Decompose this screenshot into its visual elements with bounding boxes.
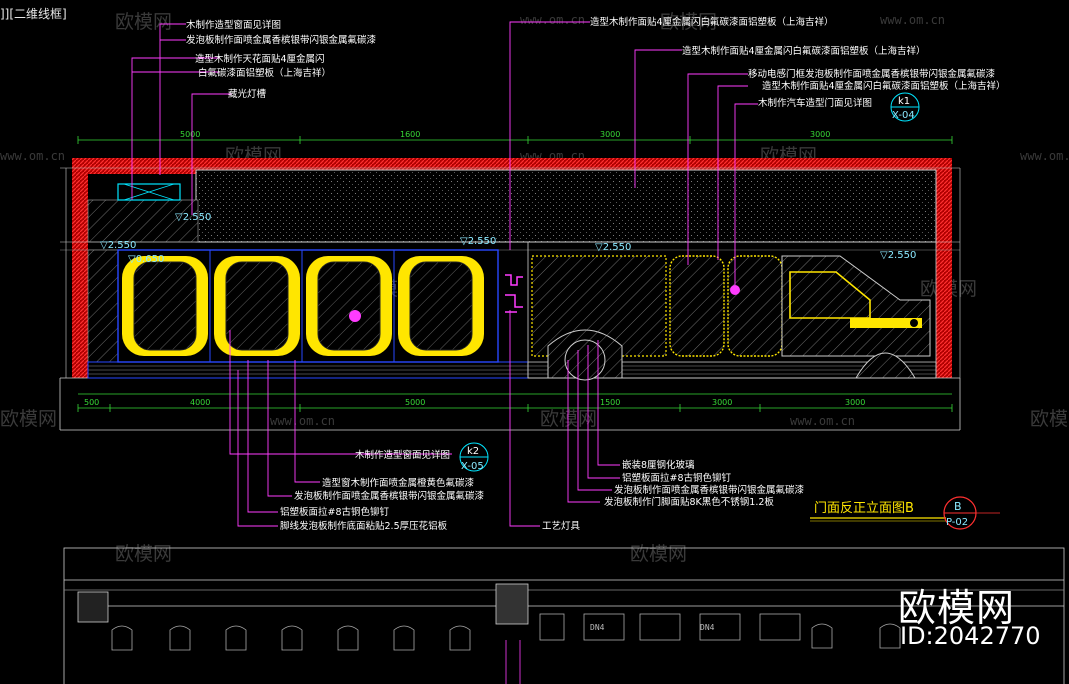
svg-text:门面反正立面图B: 门面反正立面图B <box>814 501 914 516</box>
watermark-text: 欧模网 <box>660 11 717 33</box>
window-frame-3 <box>306 256 392 356</box>
window-frame-4 <box>398 256 484 356</box>
svg-text:P-02: P-02 <box>946 517 968 528</box>
svg-text:X-04: X-04 <box>892 110 915 121</box>
svg-text:▽0.650: ▽0.650 <box>128 254 164 265</box>
watermark-url: www.om.cn <box>790 414 855 428</box>
svg-text:嵌装8厘钢化玻璃: 嵌装8厘钢化玻璃 <box>622 459 695 471</box>
dimension-text: 5000 1600 3000 3000 500 4000 5000 1500 3… <box>84 130 865 407</box>
svg-text:▽2.550: ▽2.550 <box>100 240 136 251</box>
lamp-dot <box>349 310 361 322</box>
svg-text:藏光灯槽: 藏光灯槽 <box>228 88 267 100</box>
level-markers: ▽2.550 ▽2.550 ▽2.550 ▽2.550 ▽0.650 ▽2.55… <box>100 212 916 265</box>
svg-text:1600: 1600 <box>400 130 420 139</box>
svg-text:▽2.550: ▽2.550 <box>460 236 496 247</box>
svg-text:造型木制作面贴4厘金属闪白氟碳漆面铝塑板（上海吉祥）: 造型木制作面贴4厘金属闪白氟碳漆面铝塑板（上海吉祥） <box>590 16 834 28</box>
leader-lines <box>131 21 758 527</box>
svg-text:5000: 5000 <box>180 130 200 139</box>
svg-text:白氟碳漆面铝塑板（上海吉祥）: 白氟碳漆面铝塑板（上海吉祥） <box>198 67 331 79</box>
svg-text:发泡板制作面喷金属香槟银带闪银金属氟碳漆: 发泡板制作面喷金属香槟银带闪银金属氟碳漆 <box>614 484 805 496</box>
brand-id: ID:2042770 <box>900 622 1041 650</box>
watermark-text: 欧模网 <box>1030 408 1069 430</box>
watermark-url: www.om.cn <box>1020 149 1069 163</box>
watermark-text: 欧模网 <box>630 543 687 565</box>
svg-text:木制作造型窗面见详图: 木制作造型窗面见详图 <box>186 19 281 31</box>
svg-text:k1: k1 <box>898 96 910 107</box>
plan-labels: DN4 DN4 <box>590 623 715 632</box>
svg-text:移动电感门框发泡板制作面喷金属香槟银带闪银金属氟碳漆: 移动电感门框发泡板制作面喷金属香槟银带闪银金属氟碳漆 <box>748 68 996 80</box>
svg-text:工艺灯具: 工艺灯具 <box>542 521 581 532</box>
svg-text:▽2.550: ▽2.550 <box>175 212 211 223</box>
svg-text:造型木制作面贴4厘金属闪白氟碳漆面铝塑板（上海吉祥）: 造型木制作面贴4厘金属闪白氟碳漆面铝塑板（上海吉祥） <box>762 80 1006 92</box>
watermark-url: www.om.cn <box>0 149 65 163</box>
right-red-column <box>936 158 952 378</box>
svg-text:3000: 3000 <box>810 130 830 139</box>
svg-text:铝塑板面拉#8古铜色铆钉: 铝塑板面拉#8古铜色铆钉 <box>280 506 390 518</box>
window-frame-1 <box>122 256 208 356</box>
svg-text:B: B <box>954 500 962 513</box>
svg-text:发泡板制作面喷金属香槟银带闪银金属氟碳漆: 发泡板制作面喷金属香槟银带闪银金属氟碳漆 <box>294 490 485 502</box>
svg-text:k2: k2 <box>467 446 479 457</box>
svg-text:造型木制作天花面贴4厘金属闪: 造型木制作天花面贴4厘金属闪 <box>195 53 325 65</box>
drawing-title: 门面反正立面图B B P-02 <box>810 496 1000 530</box>
svg-text:1500: 1500 <box>600 398 620 407</box>
lamp-dot <box>730 285 740 295</box>
window-frame-2 <box>214 256 300 356</box>
cove-light-trough <box>117 183 181 201</box>
svg-text:5000: 5000 <box>405 398 425 407</box>
window-section <box>117 249 523 363</box>
left-plinth <box>87 361 529 379</box>
left-red-column <box>72 158 88 378</box>
svg-text:木制作造型窗面见详图: 木制作造型窗面见详图 <box>355 449 450 461</box>
wheel-arch-right <box>855 352 916 379</box>
watermark-url: www.om.cn <box>270 414 335 428</box>
car-section <box>527 241 937 381</box>
svg-text:3000: 3000 <box>712 398 732 407</box>
watermark-text: 欧模网 <box>0 408 57 430</box>
detail-symbol-k1[interactable]: k1 X-04 <box>890 92 920 122</box>
upper-fascia <box>195 169 937 243</box>
svg-text:3000: 3000 <box>845 398 865 407</box>
svg-text:3000: 3000 <box>600 130 620 139</box>
car-bumper <box>850 318 922 328</box>
svg-text:造型木制作面贴4厘金属闪白氟碳漆面铝塑板（上海吉祥）: 造型木制作面贴4厘金属闪白氟碳漆面铝塑板（上海吉祥） <box>682 45 926 57</box>
svg-text:发泡板制作门脚面贴8K黑色不锈钢1.2板: 发泡板制作门脚面贴8K黑色不锈钢1.2板 <box>604 496 774 508</box>
svg-text:500: 500 <box>84 398 99 407</box>
svg-text:铝塑板面拉#8古铜色铆钉: 铝塑板面拉#8古铜色铆钉 <box>622 472 732 484</box>
svg-text:木制作汽车造型门面见详图: 木制作汽车造型门面见详图 <box>758 97 872 109</box>
watermark-text: 欧模网 <box>540 408 597 430</box>
svg-text:DN4: DN4 <box>590 623 605 632</box>
brand-logo-text: 欧模网 <box>898 586 1016 630</box>
decor-lamp-fixture <box>505 274 523 313</box>
svg-text:脚线发泡板制作底面粘贴2.5厚压花铝板: 脚线发泡板制作底面粘贴2.5厚压花铝板 <box>280 520 448 532</box>
watermark-url: www.om.cn <box>520 13 585 27</box>
svg-text:▽2.550: ▽2.550 <box>880 250 916 261</box>
watermark-url: www.om.cn <box>880 13 945 27</box>
watermark-text: 欧模网 <box>115 543 172 565</box>
svg-text:X-05: X-05 <box>461 461 484 472</box>
view-tab[interactable]: ]][二维线框] <box>0 7 67 21</box>
sliding-door-1 <box>669 255 725 357</box>
watermark-text: 欧模网 <box>115 11 172 33</box>
wheel-left <box>564 339 606 381</box>
car-window <box>789 271 871 319</box>
car-cab <box>781 255 931 357</box>
svg-text:DN4: DN4 <box>700 623 715 632</box>
plan-view <box>63 547 1065 684</box>
sliding-door-2 <box>727 255 783 357</box>
svg-text:4000: 4000 <box>190 398 210 407</box>
svg-text:▽2.550: ▽2.550 <box>595 242 631 253</box>
svg-text:造型窗木制作面喷金属橙黄色氟碳漆: 造型窗木制作面喷金属橙黄色氟碳漆 <box>322 477 475 489</box>
elevation-frame <box>60 158 961 379</box>
detail-symbol-k2[interactable]: k2 X-05 <box>459 442 489 472</box>
svg-text:发泡板制作面喷金属香槟银带闪银金属氟碳漆: 发泡板制作面喷金属香槟银带闪银金属氟碳漆 <box>186 34 377 46</box>
callouts: 木制作造型窗面见详图 发泡板制作面喷金属香槟银带闪银金属氟碳漆 造型木制作天花面… <box>186 16 1006 532</box>
